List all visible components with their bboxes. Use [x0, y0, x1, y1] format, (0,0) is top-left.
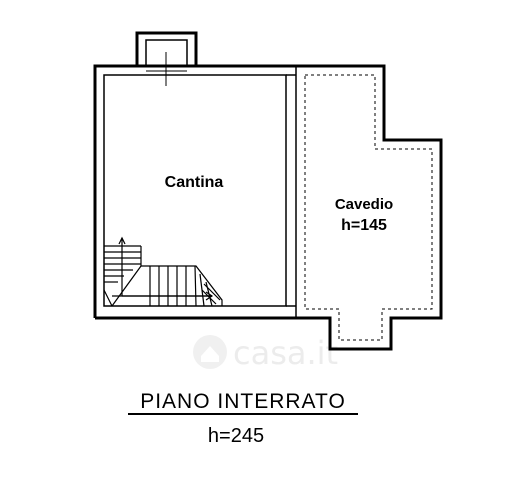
floor-title: PIANO INTERRATO [140, 390, 346, 413]
floor-height: h=245 [208, 425, 264, 447]
outer-walls [93, 64, 443, 351]
inner-walls [103, 66, 297, 318]
cavedio-dashed-outline [304, 74, 433, 341]
watermark-logo: casa.it [193, 334, 338, 372]
room-label-cantina: Cantina [165, 174, 224, 191]
room-label-cavedio: Cavedio [335, 196, 393, 213]
watermark-text: casa.it [233, 334, 338, 372]
top-shaft [135, 31, 198, 86]
room-height-cavedio: h=145 [341, 217, 387, 234]
staircase [103, 236, 223, 307]
